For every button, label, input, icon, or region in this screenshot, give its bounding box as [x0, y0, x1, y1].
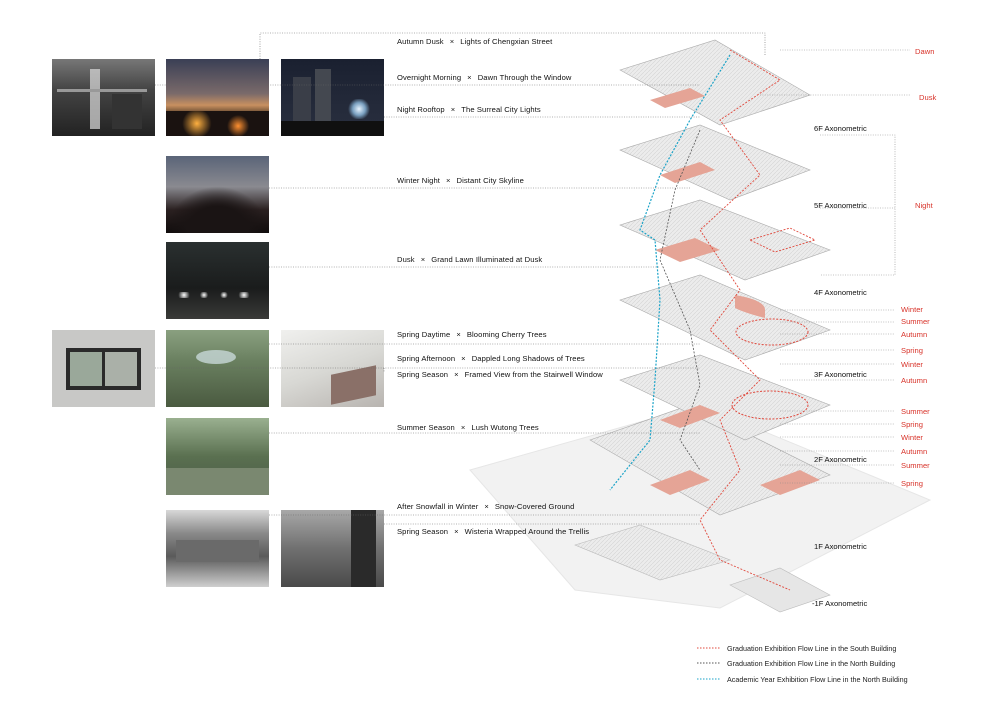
- photo-winter-trees: [166, 156, 269, 233]
- floor-label-4f: 4F Axonometric: [814, 288, 867, 297]
- season-label: Summer: [901, 407, 930, 416]
- label-view: Framed View from the Stairwell Window: [464, 370, 603, 379]
- label-scene: Night Rooftop: [397, 105, 445, 114]
- label-scene: Overnight Morning: [397, 73, 462, 82]
- photo-interior-studio: [52, 59, 155, 136]
- floor-minus1: [729, 567, 831, 613]
- floor-3f: [619, 354, 831, 441]
- season-label: Spring: [901, 420, 923, 429]
- floor-label-b1: -1F Axonometric: [812, 599, 868, 608]
- label-row-2: Overnight Morning × Dawn Through the Windo…: [397, 73, 571, 82]
- season-label: Winter: [901, 305, 923, 314]
- time-label-dusk: Dusk: [919, 93, 937, 102]
- floor-1f: [574, 524, 731, 581]
- photo-window-frame: [52, 330, 155, 407]
- label-view: Dappled Long Shadows of Trees: [471, 354, 585, 363]
- photo-blossom: [281, 330, 384, 407]
- photo-lawn-night: [166, 242, 269, 319]
- photo-snow-ground: [166, 510, 269, 587]
- label-row-10: After Snowfall in Winter × Snow-Covered Gr…: [397, 502, 574, 511]
- label-scene: Summer Season: [397, 423, 455, 432]
- label-scene: Dusk: [397, 255, 415, 264]
- label-scene: Spring Season: [397, 527, 449, 536]
- photo-night-towers: [281, 59, 384, 136]
- season-label: Autumn: [901, 447, 928, 456]
- label-scene: Spring Daytime: [397, 330, 451, 339]
- label-view: Grand Lawn Illuminated at Dusk: [431, 255, 543, 264]
- season-label: Summer: [901, 317, 930, 326]
- leader-lines: [155, 32, 766, 525]
- season-leaders: [760, 49, 910, 484]
- time-label-dawn: Dawn: [915, 47, 935, 56]
- separator: ×: [456, 330, 461, 339]
- label-row-8: Spring Season × Framed View from the Stair…: [397, 370, 603, 379]
- season-label: Summer: [901, 461, 930, 470]
- label-row-5: Dusk × Grand Lawn Illuminated at Dusk: [397, 255, 542, 264]
- floor-label-5f: 5F Axonometric: [814, 201, 867, 210]
- separator: ×: [445, 176, 451, 185]
- separator: ×: [461, 354, 466, 363]
- season-label: Winter: [901, 360, 923, 369]
- floor-6f: [619, 39, 811, 126]
- floor-2f: [589, 404, 831, 516]
- red-flow-line: [699, 49, 791, 591]
- separator: ×: [467, 73, 472, 82]
- floor-5f: [619, 199, 831, 281]
- photo-dusk-street: [166, 59, 269, 136]
- label-view: Distant City Skyline: [456, 176, 524, 185]
- label-scene: Spring Afternoon: [397, 354, 456, 363]
- floor-label-6f: 6F Axonometric: [814, 124, 867, 133]
- label-view: Lights of Chengxian Street: [460, 37, 553, 46]
- label-view: The Surreal City Lights: [461, 105, 541, 114]
- floor-label-1f: 1F Axonometric: [814, 542, 867, 551]
- floor-label-3f: 3F Axonometric: [814, 370, 867, 379]
- separator: ×: [484, 502, 489, 511]
- floor-5f-upper: [619, 124, 811, 201]
- label-row-11: Spring Season × Wisteria Wrapped Around th…: [397, 527, 589, 536]
- label-row-6: Spring Daytime × Blooming Cherry Trees: [397, 330, 547, 339]
- floor-label-2f: 2F Axonometric: [814, 455, 867, 464]
- separator: ×: [449, 37, 455, 46]
- label-view: Dawn Through the Window: [477, 73, 572, 82]
- photo-wutong-trees: [166, 418, 269, 495]
- season-label: Autumn: [901, 330, 928, 339]
- floor-4f: [619, 274, 831, 361]
- cyan-flow-line: [609, 54, 731, 491]
- label-row-9: Summer Season × Lush Wutong Trees: [397, 423, 539, 432]
- label-scene: Winter Night: [397, 176, 440, 185]
- separator: ×: [450, 105, 456, 114]
- separator: ×: [454, 527, 459, 536]
- time-label-night: Night: [915, 201, 933, 210]
- label-row-7: Spring Afternoon × Dappled Long Shadows of…: [397, 354, 585, 363]
- season-label: Autumn: [901, 376, 928, 385]
- grey-flow-line: [659, 129, 701, 471]
- label-view: Wisteria Wrapped Around the Trellis: [464, 527, 590, 536]
- separator: ×: [454, 370, 459, 379]
- legend-academic: Academic Year Exhibition Flow Line in th…: [727, 675, 908, 684]
- separator: ×: [420, 255, 426, 264]
- season-label: Spring: [901, 346, 923, 355]
- legend-south: Graduation Exhibition Flow Line in the S…: [727, 644, 897, 653]
- legend-north: Graduation Exhibition Flow Line in the N…: [727, 659, 896, 668]
- label-view: Lush Wutong Trees: [471, 423, 539, 432]
- label-scene: Spring Season: [397, 370, 449, 379]
- label-scene: After Snowfall in Winter: [397, 502, 479, 511]
- season-label: Winter: [901, 433, 923, 442]
- label-row-4: Winter Night × Distant City Skyline: [397, 176, 524, 185]
- photo-cherry-trees: [166, 330, 269, 407]
- separator: ×: [460, 423, 466, 432]
- label-view: Blooming Cherry Trees: [466, 330, 547, 339]
- season-label: Spring: [901, 479, 923, 488]
- photo-wisteria-trellis: [281, 510, 384, 587]
- label-view: Snow-Covered Ground: [494, 502, 575, 511]
- label-scene: Autumn Dusk: [397, 37, 444, 46]
- label-row-3: Night Rooftop × The Surreal City Lights: [397, 105, 541, 114]
- label-row-1: Autumn Dusk × Lights of Chengxian Street: [397, 37, 552, 46]
